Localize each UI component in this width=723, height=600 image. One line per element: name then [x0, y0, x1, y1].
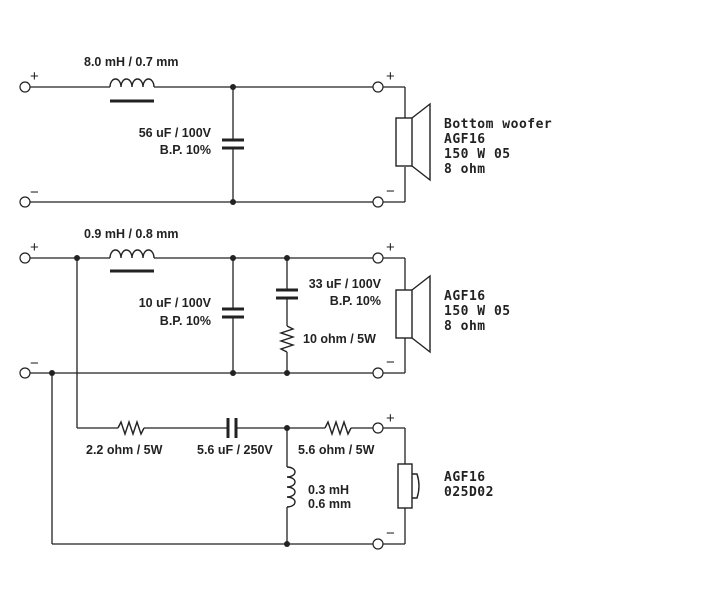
speaker-label: 150 W 05 [444, 304, 511, 319]
input-terminal-minus-2 [19, 367, 31, 379]
minus-sign: − [386, 525, 395, 542]
output-terminal-plus-1 [372, 81, 384, 93]
resistor-label: 2.2 ohm / 5W [86, 443, 163, 457]
inductor-label: 0.6 mm [308, 497, 351, 511]
capacitor-label: 33 uF / 100V [309, 277, 382, 291]
resistor-2-2ohm [117, 419, 145, 437]
speaker-label: 8 ohm [444, 319, 486, 334]
input-terminal-plus-1 [19, 81, 31, 93]
speaker-label: 150 W 05 [444, 147, 511, 162]
inductor-label: 0.3 mH [308, 483, 349, 497]
woofer-section: + − + − 0.9 m [19, 227, 511, 379]
output-terminal-minus-3 [372, 538, 384, 550]
minus-sign: − [386, 183, 395, 200]
minus-sign: − [30, 355, 39, 372]
capacitor-label: 56 uF / 100V [139, 126, 212, 140]
minus-sign: − [30, 184, 39, 201]
inductor-label: 8.0 mH / 0.7 mm [84, 55, 179, 69]
resistor-label: 5.6 ohm / 5W [298, 443, 375, 457]
resistor-5-6ohm [324, 419, 352, 437]
input-terminal-plus-2 [19, 252, 31, 264]
plus-sign: + [386, 239, 395, 256]
tweeter-icon [397, 463, 413, 509]
input-terminal-minus-1 [19, 196, 31, 208]
output-terminal-minus-1 [372, 196, 384, 208]
capacitor-label: B.P. 10% [330, 294, 381, 308]
speaker-label: Bottom woofer [444, 117, 552, 132]
speaker-label: 8 ohm [444, 162, 486, 177]
output-terminal-plus-2 [372, 252, 384, 264]
speaker-label: AGF16 [444, 289, 486, 304]
capacitor-label: B.P. 10% [160, 314, 211, 328]
inductor-8mh [109, 78, 155, 88]
capacitor-label: 5.6 uF / 250V [197, 443, 273, 457]
plus-sign: + [386, 68, 395, 85]
speaker-label: 025D02 [444, 485, 494, 500]
inductor-0-9mh [109, 249, 155, 259]
speaker-icon [395, 117, 413, 167]
resistor-10ohm [278, 325, 296, 353]
capacitor-label: B.P. 10% [160, 143, 211, 157]
speaker-label: AGF16 [444, 132, 486, 147]
output-terminal-plus-3 [372, 422, 384, 434]
plus-sign: + [386, 410, 395, 427]
minus-sign: − [386, 354, 395, 371]
capacitor-label: 10 uF / 100V [139, 296, 212, 310]
plus-sign: + [30, 68, 39, 85]
bottom-woofer-section: + − + − 8.0 mH / 0.7 mm 56 uF / 100V B.P… [19, 55, 552, 208]
inductor-0-3mh [286, 466, 296, 508]
inductor-label: 0.9 mH / 0.8 mm [84, 227, 179, 241]
plus-sign: + [30, 239, 39, 256]
tweeter-section: + − 2.2 ohm / 5W 5.6 uF / 250V 5.6 ohm /… [49, 255, 494, 550]
speaker-icon [395, 289, 413, 339]
speaker-label: AGF16 [444, 470, 486, 485]
resistor-label: 10 ohm / 5W [303, 332, 376, 346]
output-terminal-minus-2 [372, 367, 384, 379]
